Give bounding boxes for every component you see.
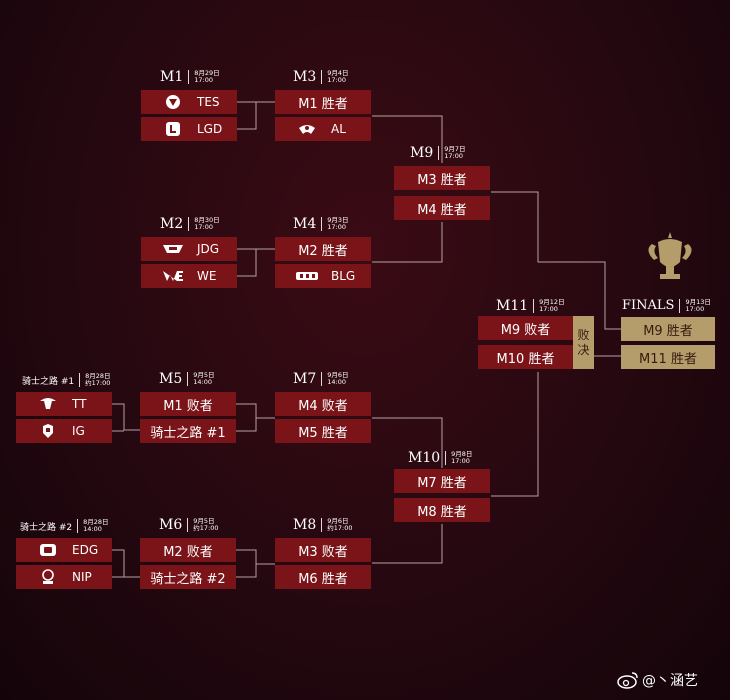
line-m6-m8-a	[236, 549, 275, 565]
match-m8-header: M8 9月6日约17:00	[293, 517, 353, 533]
line-m2-lower	[237, 249, 257, 277]
match-q1-header: 骑士之路 #1 8月28日约17:00	[22, 372, 111, 387]
match-m7-slot-1[interactable]: M4 败者	[275, 392, 371, 416]
jdg-logo-icon	[161, 243, 185, 255]
decider-badge: 败决	[573, 316, 594, 369]
match-m10-slot-2[interactable]: M8 胜者	[394, 498, 490, 522]
trophy-icon	[648, 232, 692, 279]
line-m3-m9	[372, 115, 443, 163]
match-m6-slot-1[interactable]: M2 败者	[140, 538, 236, 562]
match-m9-slot-2[interactable]: M4 胜者	[394, 196, 490, 220]
match-m9-slot-1[interactable]: M3 胜者	[394, 166, 490, 190]
line-m1-lower	[237, 102, 257, 130]
match-m4-slot-2[interactable]: BLG	[275, 264, 371, 288]
match-m3-slot-2[interactable]: AL	[275, 117, 371, 141]
match-m11-slot-2[interactable]: M10 胜者	[478, 345, 573, 369]
match-q1-slot-1[interactable]: TT	[16, 392, 112, 416]
line-m4-m9	[372, 222, 443, 263]
line-m10-m11	[491, 372, 539, 497]
tes-logo-icon	[161, 94, 185, 110]
lgd-logo-icon	[161, 121, 185, 137]
weibo-icon	[617, 672, 638, 689]
line-q2-m6	[112, 549, 140, 578]
match-q1-slot-2[interactable]: IG	[16, 419, 112, 443]
match-m6-slot-2[interactable]: 骑士之路 #2	[140, 565, 236, 589]
nip-logo-icon	[36, 569, 60, 585]
ig-logo-icon	[36, 423, 60, 439]
match-m5-slot-2[interactable]: 骑士之路 #1	[140, 419, 236, 443]
match-m8-slot-1[interactable]: M3 败者	[275, 538, 371, 562]
edg-logo-icon	[36, 543, 60, 557]
match-m5-slot-1[interactable]: M1 败者	[140, 392, 236, 416]
line-m9-finals	[491, 191, 621, 330]
line-m5-m7-a	[236, 403, 275, 419]
watermark: @丶涵艺	[617, 670, 698, 690]
line-m8-m10	[372, 524, 443, 564]
match-m2-slot-2[interactable]: WE	[141, 264, 237, 288]
match-m1-slot-2[interactable]: LGD	[141, 117, 237, 141]
match-m10-slot-1[interactable]: M7 胜者	[394, 469, 490, 493]
match-q2-slot-2[interactable]: NIP	[16, 565, 112, 589]
finals-slot-1[interactable]: M9 胜者	[621, 317, 715, 341]
match-m1-slot-1[interactable]: TES	[141, 90, 237, 114]
line-m7-m10	[372, 417, 443, 468]
match-m8-slot-2[interactable]: M6 胜者	[275, 565, 371, 589]
finals-slot-2[interactable]: M11 胜者	[621, 345, 715, 369]
line-q1-m5	[112, 403, 140, 431]
match-q2-slot-1[interactable]: EDG	[16, 538, 112, 562]
al-logo-icon	[295, 122, 319, 136]
match-m7-slot-2[interactable]: M5 胜者	[275, 419, 371, 443]
blg-logo-icon	[295, 270, 319, 282]
we-logo-icon	[161, 270, 185, 282]
match-m3-slot-1[interactable]: M1 胜者	[275, 90, 371, 114]
match-m6-header: M6 9月5日约17:00	[159, 517, 219, 533]
match-m2-slot-1[interactable]: JDG	[141, 237, 237, 261]
line-m5-m7-b	[236, 418, 257, 432]
tt-logo-icon	[36, 397, 60, 411]
line-m6-m8-b	[236, 564, 257, 578]
match-id: M1	[160, 69, 184, 85]
match-m11-slot-1[interactable]: M9 败者	[478, 316, 573, 340]
match-m4-slot-1[interactable]: M2 胜者	[275, 237, 371, 261]
